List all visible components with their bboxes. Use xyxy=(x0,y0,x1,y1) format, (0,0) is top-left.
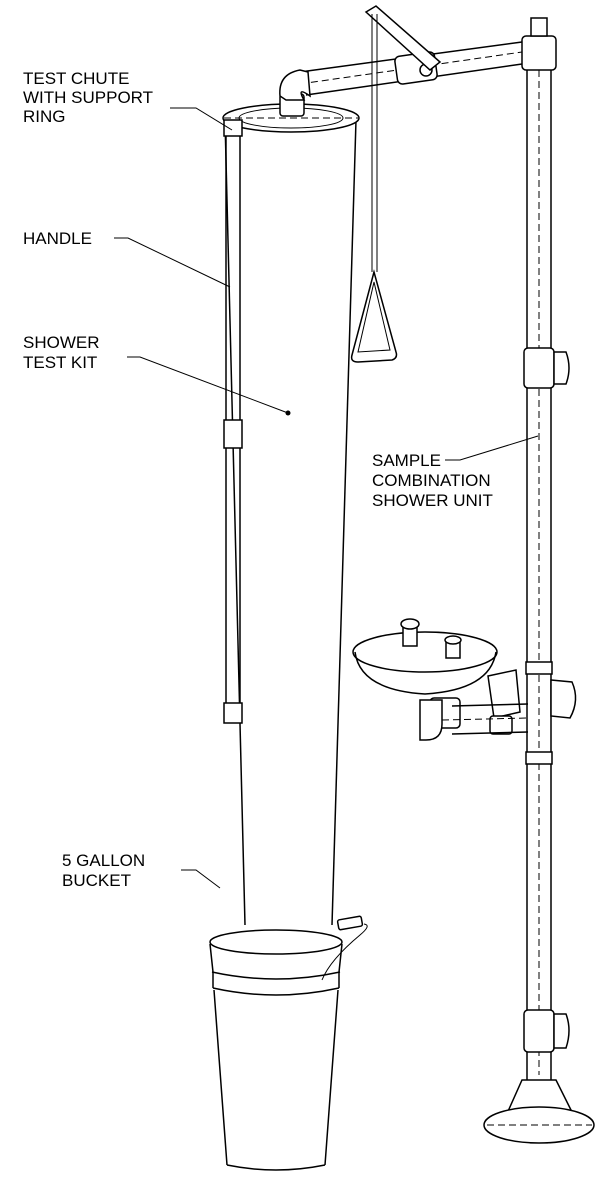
label-bucket-line2: BUCKET xyxy=(62,871,131,890)
label-bucket: 5 GALLON BUCKET xyxy=(62,851,150,890)
handle xyxy=(223,119,243,724)
bucket xyxy=(209,915,368,1171)
label-sample-unit: SAMPLE COMBINATION SHOWER UNIT xyxy=(372,451,495,510)
label-handle-line1: HANDLE xyxy=(23,229,92,248)
label-shower-test-kit: SHOWER TEST KIT xyxy=(23,333,104,372)
label-test-chute-line3: RING xyxy=(23,107,66,126)
label-test-chute-line2: WITH SUPPORT xyxy=(23,88,153,107)
combination-shower-unit xyxy=(299,5,595,1144)
label-sample-unit-line3: SHOWER UNIT xyxy=(372,491,493,510)
leader-lines xyxy=(114,107,539,889)
label-sample-unit-line2: COMBINATION xyxy=(372,471,491,490)
label-bucket-line1: 5 GALLON xyxy=(62,851,145,870)
label-test-chute: TEST CHUTE WITH SUPPORT RING xyxy=(23,69,157,126)
label-sample-unit-line1: SAMPLE xyxy=(372,451,441,470)
label-handle: HANDLE xyxy=(23,229,92,248)
label-shower-test-kit-line2: TEST KIT xyxy=(23,353,97,372)
label-shower-test-kit-line1: SHOWER xyxy=(23,333,100,352)
test-chute xyxy=(222,69,360,926)
label-test-chute-line1: TEST CHUTE xyxy=(23,69,129,88)
